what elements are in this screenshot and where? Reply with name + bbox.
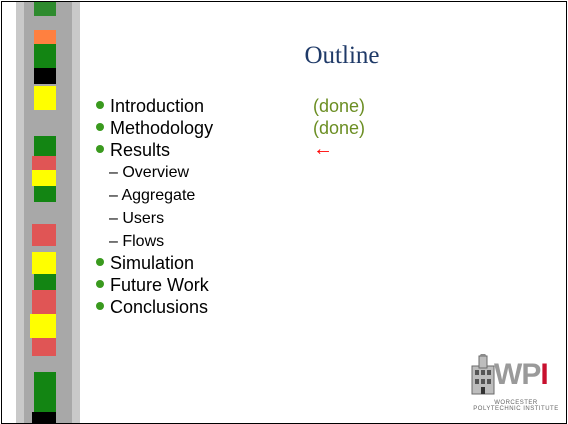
subitem-users: – Users: [109, 210, 165, 227]
stripe-block: [30, 314, 56, 338]
bullet-dot: [96, 302, 104, 310]
bullet-label: Methodology: [110, 118, 214, 138]
bullet-label: Introduction: [110, 96, 205, 116]
subitem-flows: – Flows: [109, 233, 165, 250]
bullet-label: Simulation: [110, 253, 195, 273]
building-icon: [471, 354, 495, 395]
status-text: (done): [313, 96, 366, 116]
bullet-dot: [96, 280, 104, 288]
stripe-block: [34, 372, 56, 412]
wpi-logo: WPI WORCESTER POLYTECHNIC INSTITUTE: [470, 354, 562, 414]
stripe-block: [36, 16, 56, 30]
logo-wordmark: WPI: [494, 358, 549, 391]
stripe-block: [34, 30, 56, 44]
bullet-label: Results: [110, 140, 171, 160]
bullet-dot: [96, 123, 104, 131]
stripe-block: [32, 224, 56, 246]
subitem-overview: – Overview: [109, 164, 190, 181]
stripe-block: [34, 136, 56, 156]
bullet-dot: [96, 145, 104, 153]
stripe-block: [34, 44, 56, 68]
status-text: (done): [313, 118, 366, 138]
stripe-block: [32, 156, 56, 170]
stripe-block: [32, 412, 56, 423]
stripe-block: [32, 170, 56, 186]
stripe-block: [34, 68, 56, 84]
stripe-block: [34, 86, 56, 110]
decorative-stripe: [16, 2, 80, 423]
current-arrow-icon: ←: [313, 138, 333, 160]
stripe-block: [32, 252, 56, 274]
bullet-dot: [96, 101, 104, 109]
subitem-aggregate: – Aggregate: [109, 187, 196, 204]
slide-title: Outline: [304, 42, 380, 69]
stripe-block: [34, 274, 56, 290]
stripe-block: [34, 2, 56, 16]
stripe-block: [32, 290, 56, 314]
bullet-dot: [96, 258, 104, 266]
stripe-block: [34, 186, 56, 202]
bullet-label: Conclusions: [110, 297, 209, 317]
logo-subtitle: WORCESTER POLYTECHNIC INSTITUTE: [473, 400, 559, 412]
stripe-block: [32, 338, 56, 356]
bullet-label: Future Work: [110, 275, 209, 295]
